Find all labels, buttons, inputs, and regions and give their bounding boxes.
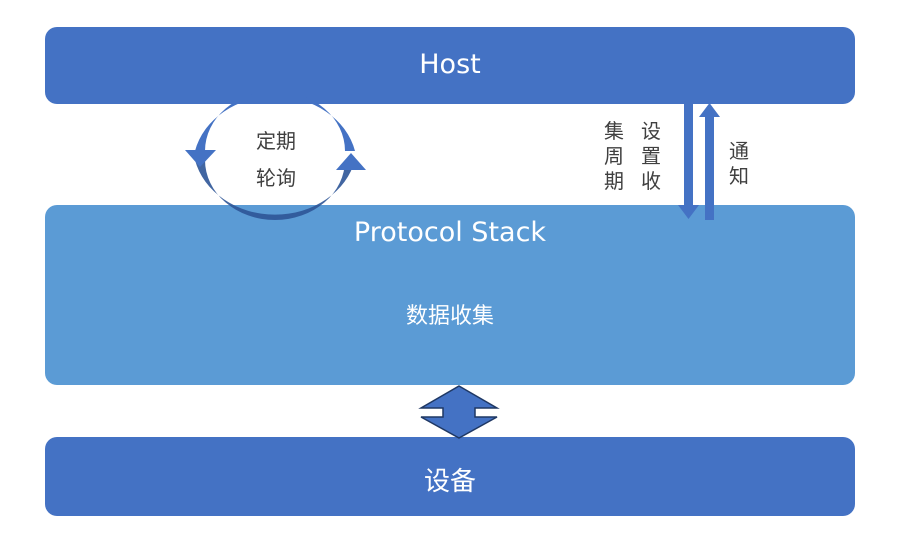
polling-label-line1: 定期 [256,129,296,153]
protocol-stack-box: Protocol Stack 数据收集 [45,205,855,385]
set-period-label-col2: 集周期 [604,119,624,193]
device-label: 设备 [423,467,476,497]
host-box: Host [45,27,855,104]
data-collection-label: 数据收集 [405,304,494,329]
notify-label: 通知 [729,139,749,188]
down-arrow-icon [678,100,699,219]
bidirectional-arrow-icon [418,385,500,439]
polling-label-line2: 轮询 [256,166,296,190]
set-period-label-col1: 设置收 [641,119,661,193]
host-label: Host [419,49,481,80]
protocol-stack-label: Protocol Stack [353,217,547,248]
polling-cycle-icon [185,91,366,220]
device-box: 设备 [45,437,855,516]
up-arrow-icon [699,103,720,220]
